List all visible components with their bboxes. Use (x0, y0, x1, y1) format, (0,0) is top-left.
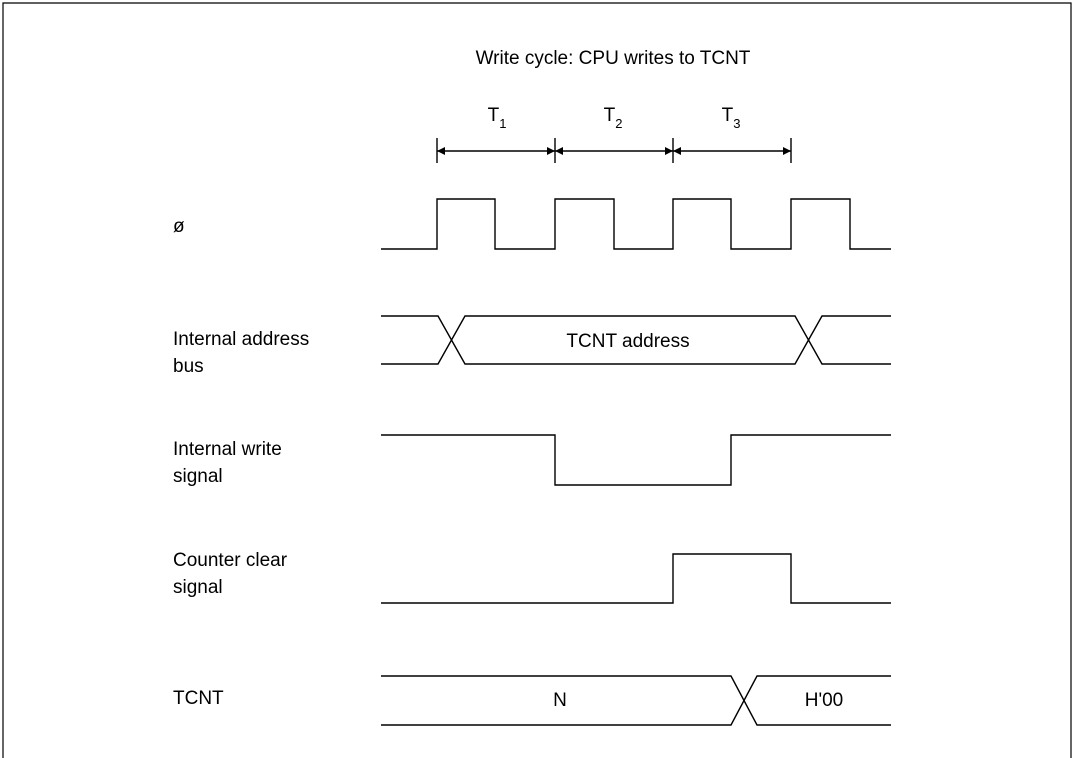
tcnt-value-after: H'00 (805, 690, 843, 711)
write-signal-waveform (381, 434, 891, 486)
tcnt-waveform (381, 675, 891, 726)
address-bus-label: Internal address bus (173, 329, 315, 377)
tcnt-label: TCNT (173, 688, 224, 709)
period-label-t2: T2 (604, 105, 623, 131)
clock-label: ø (173, 216, 185, 237)
period-dimension-arrows (436, 138, 792, 163)
tcnt-value-before: N (553, 690, 567, 711)
period-label-t1: T1 (488, 105, 507, 131)
period-label-t3: T3 (722, 105, 741, 131)
svg-text:T3: T3 (722, 105, 741, 131)
svg-text:T2: T2 (604, 105, 623, 131)
address-bus-value: TCNT address (566, 331, 689, 352)
clear-signal-waveform (381, 553, 891, 604)
diagram-title: Write cycle: CPU writes to TCNT (476, 48, 751, 69)
svg-text:T1: T1 (488, 105, 507, 131)
write-signal-label: Internal write signal (173, 439, 287, 487)
clear-signal-label: Counter clear signal (173, 550, 292, 598)
clock-waveform (381, 198, 891, 250)
address-bus-waveform (381, 315, 891, 365)
